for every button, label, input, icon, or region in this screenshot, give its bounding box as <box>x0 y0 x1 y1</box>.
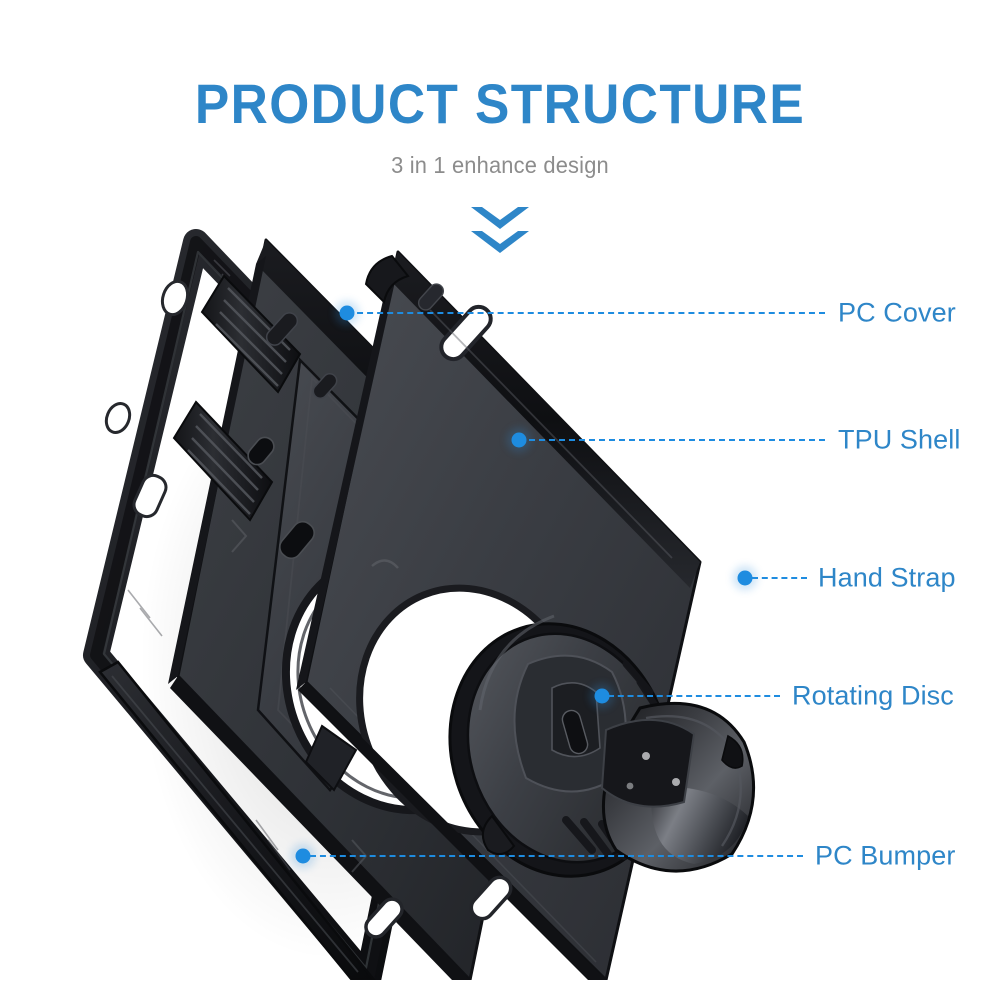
callout-line-pc-cover <box>347 312 825 314</box>
callout-dot-rotating-disc <box>594 688 610 704</box>
tpu-grip-ribs <box>172 274 302 522</box>
callout-line-hand-strap <box>752 577 807 579</box>
page-title: PRODUCT STRUCTURE <box>194 72 806 135</box>
hand-strap <box>600 701 756 873</box>
page-subtitle: 3 in 1 enhance design <box>391 152 609 178</box>
chevron-down-icon <box>469 205 531 231</box>
chevron-down-icon <box>469 229 531 255</box>
callout-line-pc-bumper <box>310 855 803 857</box>
foreground-bumper-strip <box>98 660 376 980</box>
layer-pc-cover <box>296 250 756 980</box>
callout-label-rotating-disc: Rotating Disc <box>792 680 954 711</box>
callout-line-rotating-disc <box>608 695 780 697</box>
header: PRODUCT STRUCTURE 3 in 1 enhance design <box>0 0 1000 179</box>
callout-label-pc-bumper: PC Bumper <box>815 840 956 871</box>
callout-dot-hand-strap <box>737 570 753 586</box>
double-chevron-down-icon <box>469 205 531 263</box>
callout-line-tpu-shell <box>519 439 825 441</box>
callout-label-pc-cover: PC Cover <box>838 297 956 328</box>
callout-label-hand-strap: Hand Strap <box>818 562 956 593</box>
callout-label-tpu-shell: TPU Shell <box>838 424 961 455</box>
callout-dot-pc-bumper <box>295 848 311 864</box>
product-illustration <box>0 190 790 980</box>
